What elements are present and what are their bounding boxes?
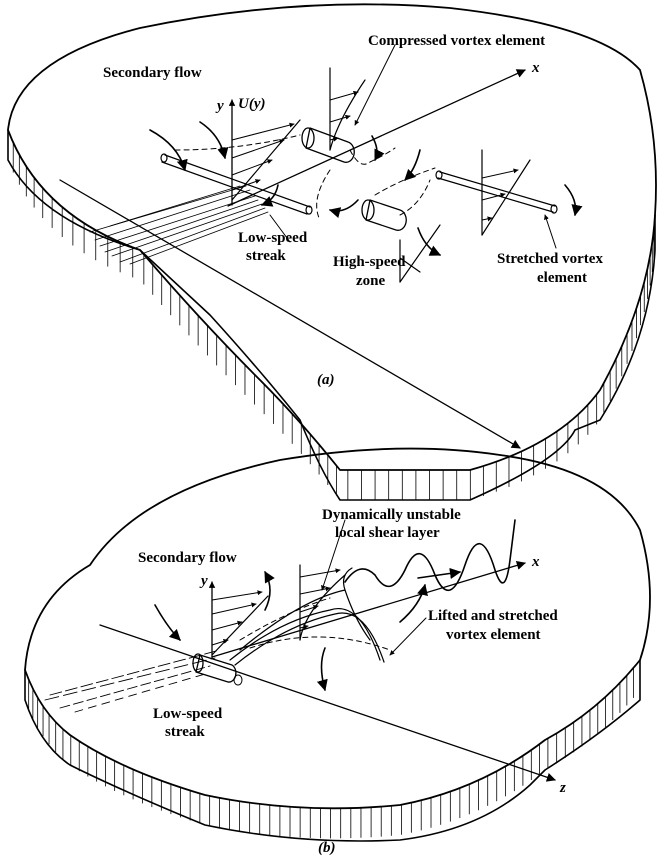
label-low-speed-b2: streak bbox=[165, 724, 205, 740]
panel-a: x y U(y) bbox=[8, 4, 656, 500]
stretched-vortex-a bbox=[362, 168, 557, 230]
secondary-flow-arrow-b1 bbox=[155, 605, 180, 640]
label-high-speed-1: High-speed bbox=[333, 254, 406, 270]
secondary-flow-arrow-b3 bbox=[322, 648, 326, 690]
plate-b-edge-ticks bbox=[25, 660, 640, 838]
caption-b: (b) bbox=[318, 840, 336, 856]
secondary-flow-arrow-a8 bbox=[565, 185, 576, 215]
lifted-vortex-filaments bbox=[230, 568, 390, 665]
z-axis-b bbox=[100, 625, 555, 780]
velocity-profile-a3 bbox=[482, 150, 530, 235]
label-secondary-flow-b: Secondary flow bbox=[138, 550, 237, 566]
axis-z-label-b: z bbox=[559, 780, 566, 796]
stretched-leader bbox=[545, 215, 556, 248]
secondary-flow-arrow-b2 bbox=[265, 572, 270, 610]
axis-y-label-a: y bbox=[215, 98, 224, 114]
label-stretched-1: Stretched vortex bbox=[497, 251, 603, 267]
secondary-flow-arrow-a6 bbox=[405, 150, 420, 180]
lifted-leader bbox=[390, 618, 426, 655]
plate-b-top bbox=[25, 449, 650, 809]
dashed-link-a2 bbox=[350, 148, 395, 164]
label-lifted-2: vortex element bbox=[446, 627, 541, 643]
label-high-speed-2: zone bbox=[356, 273, 386, 289]
label-low-speed-a2: streak bbox=[246, 248, 286, 264]
label-lifted-1: Lifted and stretched bbox=[428, 608, 558, 624]
flow-arrow-b5 bbox=[418, 572, 460, 578]
caption-a: (a) bbox=[317, 372, 335, 388]
panel-b: x y z bbox=[25, 449, 650, 856]
axis-x-label-a: x bbox=[531, 60, 540, 76]
profile-label-a: U(y) bbox=[238, 96, 265, 112]
label-unstable-2: local shear layer bbox=[335, 525, 440, 541]
label-secondary-flow-a: Secondary flow bbox=[103, 65, 202, 81]
label-low-speed-b1: Low-speed bbox=[153, 706, 223, 722]
label-low-speed-a1: Low-speed bbox=[238, 230, 308, 246]
secondary-flow-arrow-a4 bbox=[330, 200, 358, 211]
axis-y-label-b: y bbox=[199, 573, 208, 589]
low-speed-streak-a bbox=[90, 186, 268, 264]
plate-a-edge-ticks bbox=[8, 130, 655, 500]
compressed-vortex-cylinder bbox=[302, 128, 354, 162]
label-stretched-2: element bbox=[537, 270, 587, 286]
secondary-flow-arrow-a2 bbox=[200, 122, 225, 158]
vortex-tube-left-a bbox=[161, 154, 312, 214]
secondary-flow-arrow-b4 bbox=[400, 585, 425, 622]
plate-a-edge bbox=[8, 130, 655, 500]
label-unstable-1: Dynamically unstable bbox=[322, 507, 461, 523]
label-compressed-vortex: Compressed vortex element bbox=[368, 33, 545, 49]
dashed-link-a3 bbox=[317, 170, 330, 220]
axis-x-label-b: x bbox=[531, 554, 540, 570]
x-axis-a bbox=[228, 70, 525, 206]
